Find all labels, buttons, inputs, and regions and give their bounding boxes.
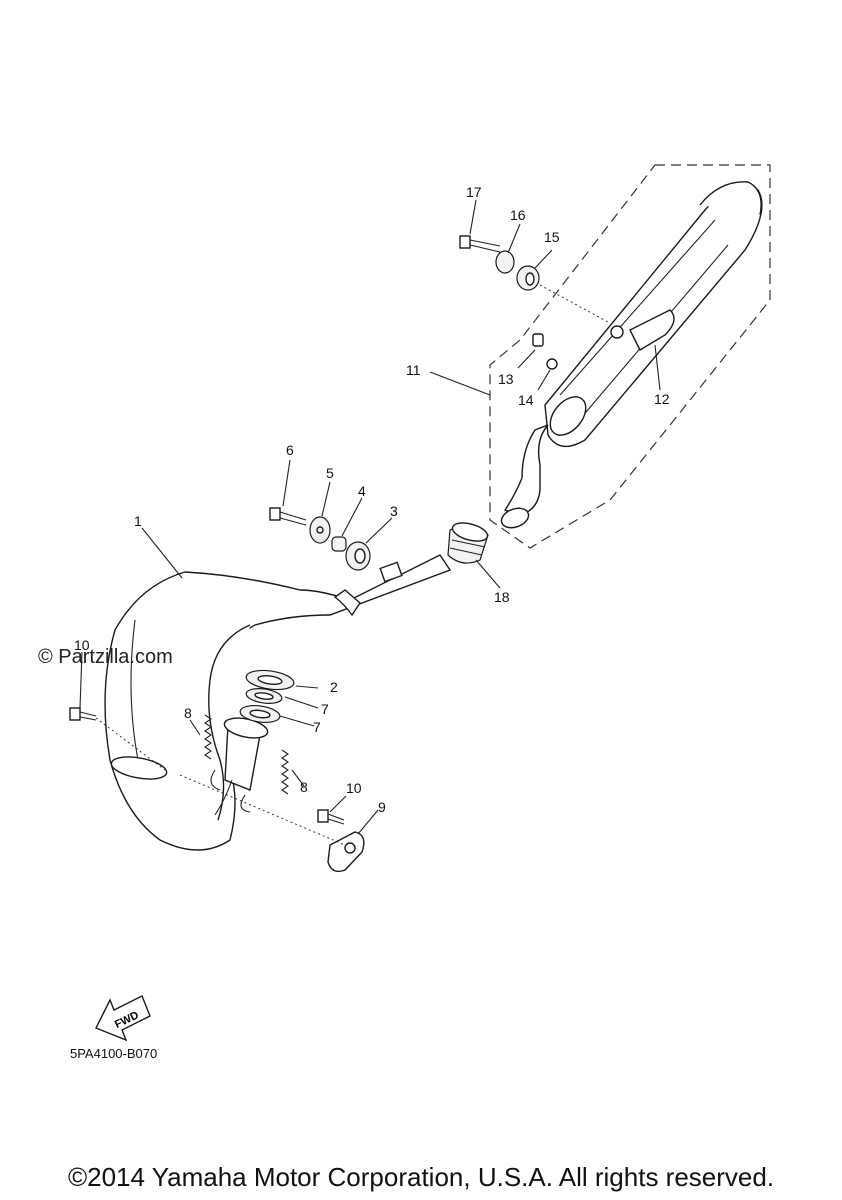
callout-12: 12 <box>654 391 670 407</box>
watermark: © Partzilla.com <box>38 646 173 668</box>
exhaust-pipe <box>104 554 452 851</box>
callout-13: 13 <box>498 371 514 387</box>
callout-10a: 10 <box>74 637 90 653</box>
muffler-hardware <box>459 235 558 370</box>
callout-15: 15 <box>544 229 560 245</box>
bolt-10-b <box>317 809 345 825</box>
callout-7b: 7 <box>313 719 321 735</box>
gaskets <box>239 669 295 723</box>
callout-5: 5 <box>326 465 334 481</box>
copyright-notice: ©2014 Yamaha Motor Corporation, U.S.A. A… <box>67 1162 775 1192</box>
callout-2: 2 <box>330 679 338 695</box>
bolt-10-a <box>69 707 97 721</box>
leader-lines <box>79 199 661 846</box>
muffler-assembly-boundary <box>489 164 771 549</box>
callout-6: 6 <box>286 442 294 458</box>
diagram-code: 5PA4100-B070 <box>70 1046 158 1061</box>
callout-7a: 7 <box>321 701 329 717</box>
springs <box>204 714 289 795</box>
callout-8b: 8 <box>300 779 308 795</box>
joint-seal <box>447 522 489 564</box>
callout-14: 14 <box>518 392 534 408</box>
bracket <box>327 831 365 873</box>
callout-9: 9 <box>378 799 386 815</box>
callout-8a: 8 <box>184 705 192 721</box>
callout-3: 3 <box>390 503 398 519</box>
callout-17: 17 <box>466 184 482 200</box>
callout-16: 16 <box>510 207 526 223</box>
callout-4: 4 <box>358 483 366 499</box>
callout-18: 18 <box>494 589 510 605</box>
callout-11: 11 <box>406 362 421 378</box>
callout-labels: 1 2 3 4 5 6 7 7 8 8 9 10 10 11 12 13 14 … <box>74 184 670 815</box>
callout-10b: 10 <box>346 780 362 796</box>
muffler <box>500 181 763 529</box>
fwd-arrow-icon: FWD <box>95 995 151 1042</box>
mount-hardware <box>269 507 371 571</box>
callout-1: 1 <box>134 513 142 529</box>
